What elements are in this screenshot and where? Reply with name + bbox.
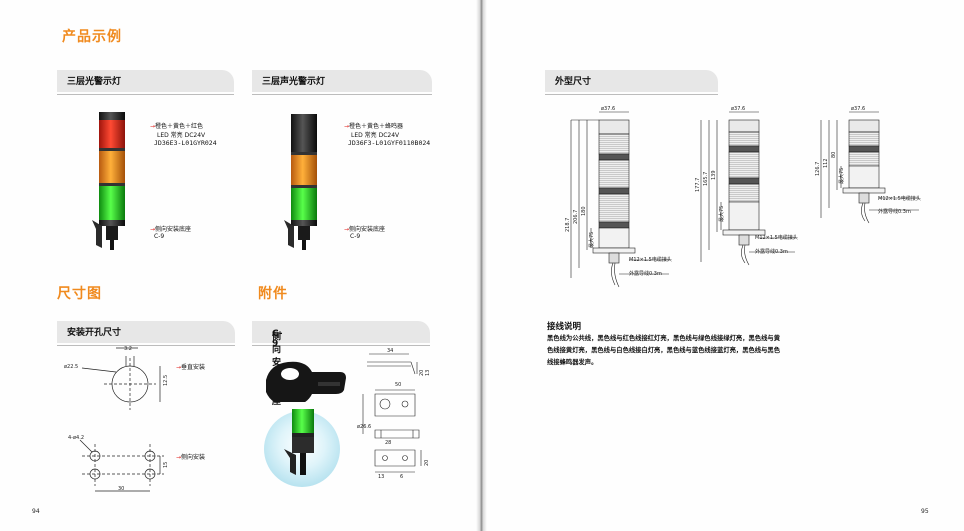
bracket-dim-6: 28 <box>385 440 392 446</box>
bracket-dim-4: 50 <box>395 382 402 388</box>
mount-hole-bottom-label-text: 侧向安装 <box>181 454 206 461</box>
page-number-right: 95 <box>921 508 929 515</box>
wiring-line-1: 黑色线为公共线，黑色线与红色线接红灯亮，黑色线与绿色线接绿灯亮，黑色线与黄 <box>547 335 780 342</box>
drawing3-height-1: 126.7 <box>815 161 821 176</box>
left-page: 产品示例 三层光警示灯 →橙色＋黄色＋红色 LED 常亮 DC24V JD36E… <box>0 0 476 531</box>
product1-header-label: 三层光警示灯 <box>67 77 122 87</box>
mount-hole-top-label-text: 垂直安装 <box>181 364 206 371</box>
outline-drawing-3 <box>820 111 919 224</box>
drawing2-base-height: 最大75 <box>719 205 725 222</box>
product2-spec-line2: LED 常亮 DC24V <box>351 132 400 139</box>
drawing2-height-3: 139 <box>711 170 717 180</box>
mount-hole-dim-bottom-1: 4-ø4.2 <box>68 435 84 441</box>
drawing1-diameter: ø37.6 <box>601 106 616 112</box>
product2-base-label-text: 侧向安装底座 <box>349 226 386 233</box>
mount-hole-header: 安装开孔尺寸 <box>57 321 235 346</box>
mount-hole-bottom-label: →侧向安装 <box>176 454 206 461</box>
section-title-examples: 产品示例 <box>62 29 122 45</box>
wiring-text: 黑色线为公共线，黑色线与红色线接红灯亮，黑色线与绿色线接绿灯亮，黑色线与黄 色线… <box>547 333 907 369</box>
mount-hole-dim-bottom-2: 15 <box>163 461 169 468</box>
bracket-dim-8: 13 <box>378 474 385 480</box>
product1-base-label-text: 侧向安装底座 <box>155 226 192 233</box>
drawing1-base-height: 最大75 <box>589 231 595 248</box>
drawing2-cable: 外露导线0.3m <box>755 249 788 255</box>
bracket-dim-5: ø26.6 <box>357 424 372 430</box>
drawing3-height-2: 112 <box>823 158 829 168</box>
product2-header: 三层声光警示灯 <box>252 70 432 95</box>
product1-header: 三层光警示灯 <box>57 70 234 95</box>
lamp-on-bracket-figure <box>284 409 314 475</box>
product2-spec-line1: →橙色＋黄色＋蜂鸣器 <box>344 123 404 130</box>
bracket-dim-9: 6 <box>400 474 404 480</box>
mount-hole-dim-bottom-3: 30 <box>118 486 125 492</box>
product1-spec-line1: →橙色＋黄色＋红色 <box>150 123 204 130</box>
drawing3-diameter: ø37.6 <box>851 106 866 112</box>
product1-spec-line1-text: 橙色＋黄色＋红色 <box>155 123 204 130</box>
bracket-drawing <box>362 353 422 473</box>
product1-model: JD36E3-L01GYR024 <box>154 139 217 147</box>
outline-header: 外型尺寸 <box>545 70 718 95</box>
bracket-code: C-9 <box>272 329 283 349</box>
mount-hole-top-label: →垂直安装 <box>176 364 206 371</box>
drawing2-height-1: 177.7 <box>695 177 701 192</box>
outline-drawing-2 <box>700 111 795 266</box>
drawing3-cable: 外露导线0.3m <box>878 209 911 215</box>
outline-drawing-1 <box>570 111 669 288</box>
bracket-dim-1: 34 <box>387 348 394 354</box>
drawing3-height-3: 80 <box>831 151 837 158</box>
bracket-photo <box>266 361 346 402</box>
product1-lamp-image <box>92 112 125 250</box>
drawing1-height-1: 218.7 <box>565 217 571 232</box>
mount-hole-drawing <box>79 347 164 492</box>
drawing1-thread: M12×1.5电缆接头 <box>629 257 672 263</box>
product2-base-label: →侧向安装底座 <box>344 226 386 233</box>
bracket-dim-7: 20 <box>424 459 430 466</box>
product2-header-label: 三层声光警示灯 <box>262 77 326 87</box>
book-spine <box>476 0 487 531</box>
drawing3-thread: M12×1.5电缆接头 <box>878 196 921 202</box>
drawing1-cable: 外露导线0.3m <box>629 271 662 277</box>
outline-header-label: 外型尺寸 <box>555 77 592 87</box>
bracket-header-label: 侧向安装底座 C-9 <box>262 325 283 407</box>
wiring-line-3: 线接蜂鸣器发声。 <box>547 359 598 366</box>
product2-model: JD36F3-L01GYF0110B024 <box>348 139 431 147</box>
wiring-line-2: 色线接黄灯亮，黑色线与白色线接白灯亮，黑色线与蓝色线接蓝灯亮，黑色线与黑色 <box>547 347 780 354</box>
mount-hole-dim-top-2: ø22.5 <box>64 364 79 370</box>
page-number-left: 94 <box>32 508 40 515</box>
section-title-accessories: 附件 <box>258 286 288 302</box>
drawing2-diameter: ø37.6 <box>731 106 746 112</box>
drawing3-base-height: 最大75 <box>839 167 845 184</box>
drawing2-height-2: 165.7 <box>703 171 709 186</box>
section-title-dimensions: 尺寸图 <box>57 286 102 302</box>
drawing1-height-2: 206.7 <box>573 209 579 224</box>
product2-spec-line1-text: 橙色＋黄色＋蜂鸣器 <box>349 123 404 130</box>
bracket-dim-3: 13 <box>425 369 431 376</box>
mount-hole-header-label: 安装开孔尺寸 <box>67 328 122 338</box>
drawing2-thread: M12×1.5电缆接头 <box>755 235 798 241</box>
wiring-title: 接线说明 <box>547 322 582 332</box>
mount-hole-dim-top-1: 3.2 <box>124 346 132 352</box>
product2-lamp-image <box>284 114 317 250</box>
right-page: 外型尺寸 ø37.6 218.7 206. <box>487 0 964 531</box>
product2-base-code: C-9 <box>350 233 361 240</box>
bracket-header: 侧向安装底座 C-9 <box>252 321 430 407</box>
product1-spec-line2: LED 常亮 DC24V <box>157 132 206 139</box>
product1-base-code: C-9 <box>154 233 165 240</box>
product1-base-label: →侧向安装底座 <box>150 226 192 233</box>
mount-hole-dim-top-3: 12.5 <box>163 374 169 386</box>
drawing1-height-3: 180 <box>581 206 587 216</box>
